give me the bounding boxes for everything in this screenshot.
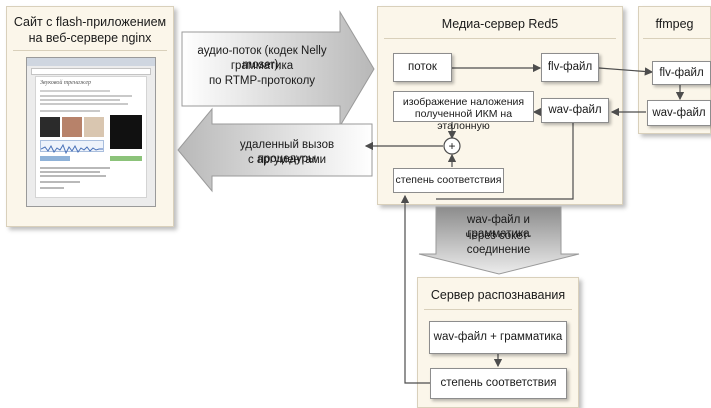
rpc-arrow-label-line1: удаленный вызов процедуры: [239, 139, 335, 165]
socket-arrow-label-line1: wav-файл и грамматика: [467, 214, 530, 240]
ffmpeg-flv-box: flv-файл: [652, 61, 711, 85]
recog-input-box: wav-файл + грамматика: [429, 321, 567, 354]
red5-match-box: степень соответствия: [393, 168, 504, 193]
recog-match-box: степень соответствия: [430, 368, 567, 399]
title-divider: [384, 38, 616, 39]
recognition-title: Сервер распознавания: [430, 288, 566, 302]
video-preview: [110, 115, 142, 149]
browser-tabbar: [27, 58, 155, 66]
red5-title: Медиа-сервер Red5: [441, 17, 559, 31]
title-divider: [13, 50, 167, 51]
app-page: Звуковой тренажер: [35, 76, 147, 198]
record-button[interactable]: [40, 156, 70, 161]
next-button[interactable]: [110, 156, 142, 161]
audio-stream-arrow: [181, 10, 375, 128]
title-divider: [424, 309, 572, 310]
browser-address-bar: [31, 68, 151, 75]
web-server-title-line1: Сайт с flash-приложением: [13, 15, 167, 29]
face-image-1: [40, 117, 60, 137]
stream-box: поток: [393, 53, 452, 82]
face-image-3: [84, 117, 104, 137]
audio-arrow-label-line2: грамматика: [230, 60, 294, 72]
sum-node: [443, 137, 461, 155]
socket-arrow: [418, 206, 580, 275]
ffmpeg-title: ffmpeg: [655, 17, 694, 31]
red5-flv-box: flv-файл: [541, 53, 599, 82]
audio-arrow-label-line3: по RTMP-протоколу: [208, 75, 316, 87]
socket-arrow-label-line2: через сокет-соединение: [465, 230, 532, 256]
overlay-line1: изображение наложения: [402, 96, 525, 108]
rpc-arrow: [177, 107, 373, 193]
face-image-2: [62, 117, 82, 137]
title-divider: [643, 38, 710, 39]
audio-arrow-label-line1: аудио-поток (кодек Nelly moser),: [197, 45, 327, 71]
web-server-title-line2: на веб-сервере nginx: [28, 31, 152, 45]
overlay-image-box: изображение наложения полученной ИКМ на …: [393, 91, 534, 132]
ffmpeg-wav-box: wav-файл: [647, 100, 711, 126]
sum-node-label: +: [448, 139, 456, 153]
overlay-line2: полученной ИКМ на эталонную: [414, 108, 513, 132]
waveform: [40, 140, 104, 155]
app-title: Звуковой тренажер: [40, 80, 91, 86]
rpc-arrow-label-line2: с аргументами: [247, 154, 327, 166]
flash-app-screenshot: Звуковой тренажер: [26, 57, 156, 207]
red5-wav-box: wav-файл: [541, 98, 609, 123]
